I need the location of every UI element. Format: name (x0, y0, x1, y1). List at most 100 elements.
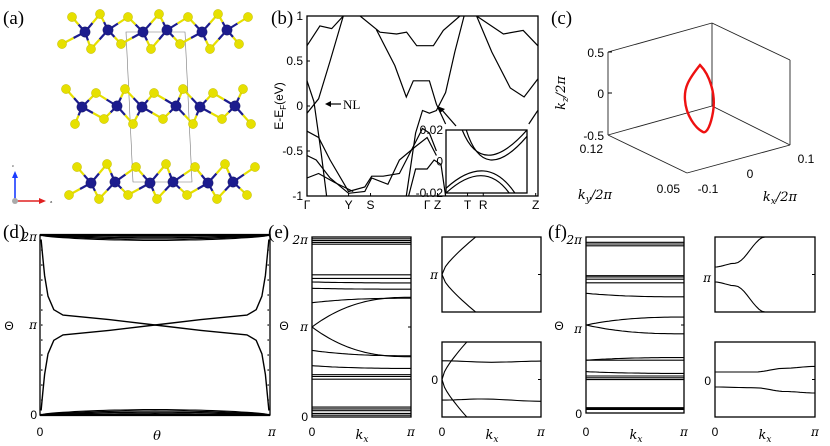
edge-dot (267, 399, 269, 401)
chalcogen-atom (212, 194, 222, 204)
chalcogen-atom (217, 114, 227, 124)
metal-atom (202, 177, 214, 189)
xlabel-f: kx (630, 428, 643, 445)
xlabel-c-rest: /2π (774, 190, 798, 205)
chalcogen-atom (95, 9, 105, 19)
panel-label-d: (d) (3, 222, 25, 243)
ytick-label-f: 2π (565, 233, 583, 247)
wilson-band-7 (312, 287, 411, 290)
chalcogen-atom (131, 162, 141, 172)
band-curve-1 (359, 16, 461, 47)
inset-band-curve-2 (446, 170, 516, 193)
xtick-label-b: R (479, 198, 488, 212)
wilson-band-8 (586, 316, 684, 326)
zlabel-c-base: k (554, 102, 569, 110)
axis-c-label: c (12, 163, 14, 168)
ytick-label-e: 2π (291, 233, 309, 247)
metal-atom (161, 24, 173, 36)
wilson-band-10 (312, 326, 411, 358)
ytick-label-f: π (573, 322, 583, 336)
plot-e-inset-upper-curves (442, 237, 477, 312)
ylabel-b-sub: F (279, 105, 288, 110)
ylabel-e: Θ (279, 319, 288, 333)
ylabel-c-rest: /2π (589, 188, 613, 203)
xlabel-e: kx (356, 428, 369, 445)
xtick-label-b: Γ (424, 198, 431, 212)
plot-d-curves (40, 239, 270, 411)
chalcogen-atom (183, 12, 193, 22)
edge-dot (267, 264, 269, 266)
panel-label-b: (b) (271, 8, 293, 29)
ytick-label-e: π (299, 320, 309, 334)
xlabel-f-base: k (630, 428, 638, 443)
xtick-label-c: -0.1 (698, 182, 719, 196)
zlabel-c-sub: z (561, 97, 571, 103)
chalcogen-atom (128, 119, 138, 129)
edge-dot (267, 339, 269, 341)
axis-a-arrowhead (39, 198, 46, 204)
plot-e-inset-upper-frame (441, 236, 542, 313)
nodal-loop-curve (683, 63, 715, 134)
crossing-arrow (441, 109, 457, 127)
xlabel-e-base: k (356, 428, 364, 443)
inset-ytick-label: 0 (436, 155, 443, 169)
nl-arrowhead (325, 101, 331, 107)
zlabel-c-rest: /2π (554, 76, 569, 100)
inset-xlabel-f-sub: x (766, 435, 771, 445)
band-curve-8 (307, 127, 437, 193)
chalcogen-atom (220, 159, 230, 169)
inset-curve-1 (442, 274, 477, 312)
inset-ytick-label: π (429, 268, 439, 282)
chalcogen-atom (188, 119, 198, 129)
xlabel-c: kx/2π (763, 190, 798, 207)
chalcogen-atom (72, 162, 82, 172)
chalcogen-atom (94, 194, 104, 204)
bottom-edge-band-1 (39, 411, 271, 416)
inset-ytick-label: 0 (704, 374, 711, 388)
top-edge-band-2 (39, 234, 271, 240)
edge-dot (41, 249, 43, 251)
band-curve-9 (307, 136, 437, 194)
xtick-label-e: 0 (309, 425, 316, 439)
edge-dot (41, 354, 43, 356)
metal-atom (85, 177, 97, 189)
edge-dot (267, 309, 269, 311)
axis-c-arrowhead (12, 171, 18, 178)
chalcogen-atom (67, 12, 77, 22)
ztick-label: -0.5 (583, 129, 604, 143)
band-structure-curves (307, 16, 538, 196)
band-curve-5 (375, 29, 447, 125)
panel-label-f: (f) (548, 222, 567, 243)
plot-f-main-curves (586, 241, 684, 411)
chalcogen-atom (175, 39, 185, 49)
unit-cell (125, 31, 193, 183)
metal-atom (111, 100, 123, 112)
ylabel-f: Θ (554, 319, 563, 333)
chalcogen-atom (116, 39, 126, 49)
ytick-label-d: π (28, 318, 38, 332)
chalcogen-atom (86, 44, 96, 54)
inset-xlabel-e-sub: x (493, 435, 498, 445)
band-curve-10 (307, 172, 354, 193)
inset-b-frame (445, 129, 528, 194)
panel-label-a: (a) (3, 8, 24, 29)
chalcogen-atom (178, 84, 188, 94)
wilson-band-7 (586, 292, 684, 298)
inset-xtick-label: 0 (712, 425, 719, 439)
band-curve-0 (307, 16, 344, 47)
ylabel-b-base: E-E (272, 110, 286, 130)
metal-atom (109, 176, 121, 188)
metal-atom (144, 177, 156, 189)
band-curve-3 (307, 16, 344, 114)
wilson-band-12 (312, 365, 411, 369)
chalcogen-atom (123, 12, 133, 22)
ytick-label-b: 0.5 (286, 54, 303, 68)
metal-atom (196, 26, 208, 38)
edge-dot (267, 354, 269, 356)
xlabel-f-sub: x (637, 435, 642, 445)
plot-f-main-frame (585, 236, 685, 414)
xtick-label-f: π (679, 425, 689, 439)
metal-atom (136, 101, 148, 113)
edge-dot (41, 369, 43, 371)
inset-curve-0 (442, 237, 477, 275)
